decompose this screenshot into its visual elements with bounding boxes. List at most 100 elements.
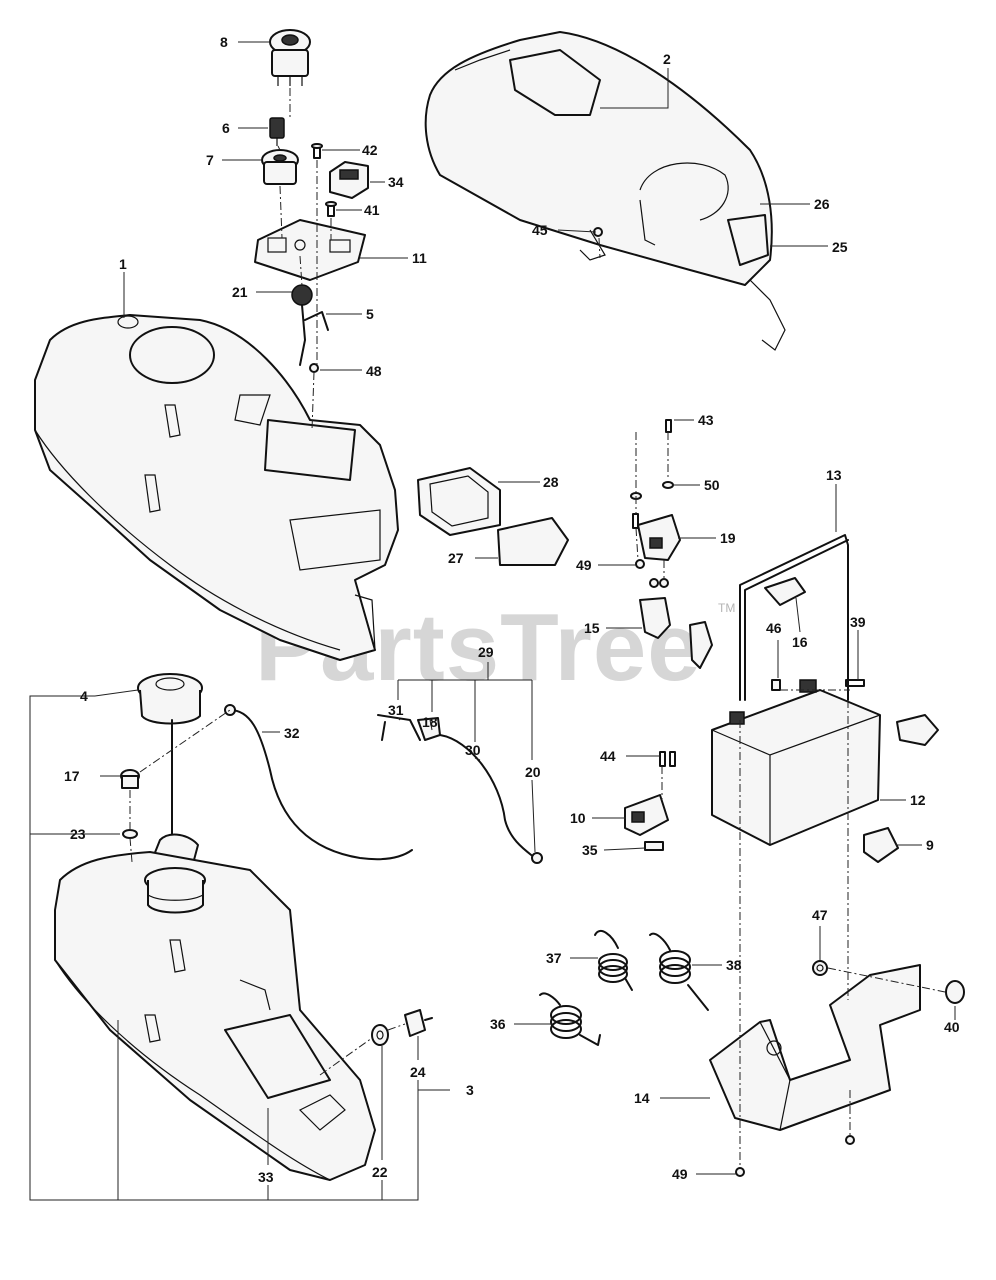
callout-28: 28: [543, 474, 559, 490]
callout-30: 30: [465, 742, 481, 758]
part-7-ignition-switch: [261, 149, 299, 185]
callout-31: 31: [388, 702, 404, 718]
callout-34: 34: [388, 174, 404, 190]
part-21-knob: [291, 284, 313, 306]
callout-11: 11: [412, 250, 427, 266]
part-32-vent-hose: [224, 704, 413, 861]
callout-1: 1: [119, 256, 127, 272]
callout-2: 2: [663, 51, 671, 67]
part-4-fuel-cap: [137, 673, 203, 725]
callout-47: 47: [812, 907, 828, 923]
part-11-plate: [254, 219, 366, 281]
callout-49-upper: 49: [576, 557, 592, 573]
callout-16: 16: [792, 634, 808, 650]
part-49-nut-lower: [735, 1135, 855, 1177]
part-44-screws: [659, 751, 676, 767]
part-23-grommet: [122, 829, 138, 839]
callout-25: 25: [832, 239, 848, 255]
part-15-connector: [639, 597, 713, 669]
part-2-console-cover: [424, 31, 786, 351]
callout-6: 6: [222, 120, 230, 136]
callout-50: 50: [704, 477, 720, 493]
part-38-cable: [649, 932, 709, 1011]
callout-44: 44: [600, 748, 616, 764]
centerlines: [129, 88, 946, 1168]
callout-45: 45: [532, 222, 548, 238]
part-46-bolt: [771, 679, 781, 691]
part-16-connector: [764, 577, 806, 606]
part-49-nuts-upper: [635, 559, 669, 588]
callout-41: 41: [364, 202, 380, 218]
part-43-screws: [632, 419, 672, 529]
part-17-vent-valve: [120, 769, 140, 789]
part-20-filter: [531, 852, 543, 864]
callout-36: 36: [490, 1016, 506, 1032]
callout-20: 20: [525, 764, 541, 780]
part-37-cable: [594, 929, 633, 991]
part-12-battery: [711, 679, 881, 846]
part-19-switch: [637, 514, 681, 561]
callout-42: 42: [362, 142, 378, 158]
part-39-bolt: [845, 679, 865, 687]
callout-40: 40: [944, 1019, 960, 1035]
part-36-cable: [539, 992, 601, 1046]
callout-5: 5: [366, 306, 374, 322]
part-13-hold-down-rod: [739, 534, 849, 701]
part-5-lever: [299, 304, 329, 366]
relay-unnumbered: [896, 714, 939, 746]
part-9-relay: [863, 827, 899, 863]
callout-7: 7: [206, 152, 214, 168]
callout-22: 22: [372, 1164, 388, 1180]
callout-33: 33: [258, 1169, 274, 1185]
part-41-screw: [325, 201, 337, 217]
callout-29: 29: [478, 644, 494, 660]
callout-37: 37: [546, 950, 562, 966]
part-14-battery-tray: [709, 964, 921, 1131]
callout-48: 48: [366, 363, 382, 379]
part-28-bezel: [417, 467, 501, 536]
part-50-washers: [630, 481, 674, 500]
callout-35: 35: [582, 842, 598, 858]
callout-46: 46: [766, 620, 782, 636]
callout-32: 32: [284, 725, 300, 741]
callout-24: 24: [410, 1064, 426, 1080]
callout-43: 43: [698, 412, 714, 428]
callout-10: 10: [570, 810, 586, 826]
part-22-bushing: [371, 1024, 389, 1046]
callout-21: 21: [232, 284, 248, 300]
part-34-hour-meter: [329, 161, 369, 199]
callout-38: 38: [726, 957, 742, 973]
watermark-trademark: TM: [718, 601, 735, 615]
part-10-switch: [624, 794, 669, 836]
callout-17: 17: [64, 768, 80, 784]
callout-49-lower: 49: [672, 1166, 688, 1182]
part-3-fuel-tank: [54, 851, 376, 1181]
part-47-nut: [812, 960, 828, 976]
part-42-screw: [311, 143, 323, 159]
part-35-clip: [644, 841, 664, 851]
callout-13: 13: [826, 467, 842, 483]
callout-9: 9: [926, 837, 934, 853]
callout-4: 4: [80, 688, 88, 704]
part-30-fuel-hose: [439, 734, 536, 859]
part-24-fitting: [404, 1009, 433, 1037]
callout-26: 26: [814, 196, 830, 212]
callout-18: 18: [422, 714, 438, 730]
part-31-fuel-line-end: [377, 714, 421, 741]
callout-3: 3: [466, 1082, 474, 1098]
part-6-key: [269, 117, 285, 146]
callout-19: 19: [720, 530, 736, 546]
part-48-nut: [309, 363, 319, 373]
callout-27: 27: [448, 550, 464, 566]
callout-12: 12: [910, 792, 926, 808]
callout-23: 23: [70, 826, 86, 842]
part-1-console-body: [34, 314, 399, 661]
part-27-lens: [497, 517, 569, 566]
callout-8: 8: [220, 34, 228, 50]
callout-15: 15: [584, 620, 600, 636]
callout-labels: 8 6 7 42 34 41 11 21 5 48 1 2 26 25 45 2…: [64, 34, 960, 1185]
part-40-knob: [945, 980, 965, 1004]
leader-lines: [29, 41, 956, 1201]
part-8-pto-switch: [269, 29, 311, 86]
